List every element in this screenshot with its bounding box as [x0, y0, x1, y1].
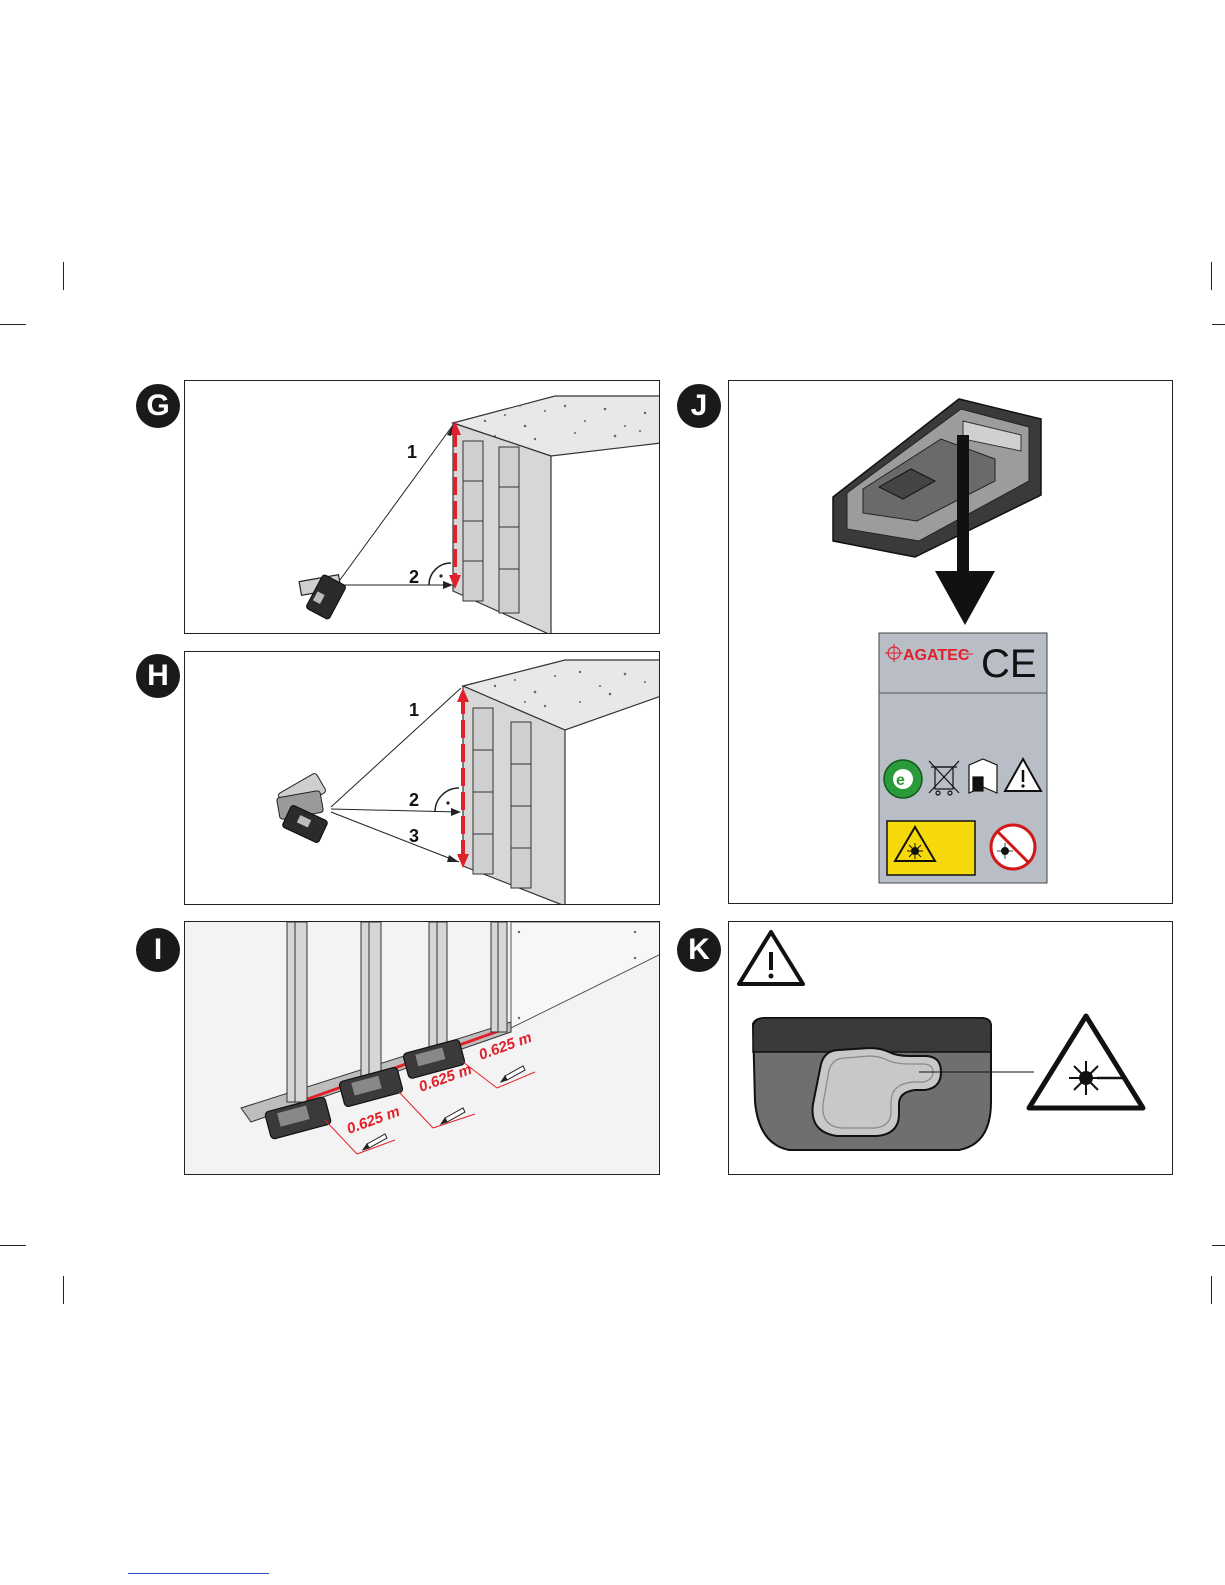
crop-mark [0, 324, 26, 325]
no-eye-exposure-icon [991, 825, 1035, 869]
door-right [499, 447, 519, 613]
panel-k [728, 921, 1173, 1175]
crop-mark [1212, 1245, 1225, 1246]
laser-beam-1 [337, 425, 453, 584]
door-right [511, 722, 531, 888]
badge-k: K [677, 928, 721, 972]
beam-label-1: 1 [407, 442, 417, 462]
badge-j: J [677, 384, 721, 428]
crop-mark [1211, 262, 1212, 290]
footer-link-underline [128, 1573, 269, 1574]
beam-label-2: 2 [409, 790, 419, 810]
door-left [463, 441, 483, 601]
crop-mark [1212, 324, 1225, 325]
panel-j: AGATEC CE e [728, 380, 1173, 904]
beam-label-2: 2 [409, 567, 419, 587]
rangefinder-device [299, 574, 346, 620]
beam-label-3: 3 [409, 826, 419, 846]
diagram-i: 0.625 m 0.625 m 0.625 m [185, 922, 660, 1175]
laser-beam-2 [331, 809, 459, 812]
badge-g: G [136, 384, 180, 428]
crop-mark [63, 1276, 64, 1304]
badge-i: I [136, 928, 180, 972]
crop-mark [0, 1245, 26, 1246]
laser-radiation-icon [1029, 1016, 1143, 1108]
down-arrow-icon [935, 571, 995, 625]
brand-label: AGATEC [903, 647, 970, 664]
ce-mark: CE [981, 642, 1037, 686]
panel-h: 1 2 3 [184, 651, 660, 905]
laser-beam-3 [331, 812, 459, 862]
diagram-k [729, 922, 1173, 1175]
crop-mark [1211, 1276, 1212, 1304]
svg-text:e: e [896, 772, 905, 789]
down-arrow-shaft [957, 435, 969, 575]
laser-beam-1 [331, 688, 461, 807]
crop-mark [63, 262, 64, 290]
rangefinder-front [753, 1018, 991, 1150]
right-angle-arc [429, 563, 451, 585]
right-angle-arc [435, 788, 459, 812]
rangefinder-device-back [833, 399, 1041, 557]
diagram-h: 1 2 3 [185, 652, 660, 905]
panel-g: 1 2 [184, 380, 660, 634]
rangefinder-device-positions [276, 772, 328, 843]
device-label: AGATEC CE e [879, 633, 1047, 883]
read-manual-icon [969, 759, 997, 793]
door-left [473, 708, 493, 874]
beam-label-1: 1 [409, 700, 419, 720]
badge-h: H [136, 654, 180, 698]
warning-triangle-icon [739, 932, 803, 984]
diagram-j: AGATEC CE e [729, 381, 1173, 904]
diagram-g: 1 2 [185, 381, 660, 634]
panel-i: 0.625 m 0.625 m 0.625 m [184, 921, 660, 1175]
